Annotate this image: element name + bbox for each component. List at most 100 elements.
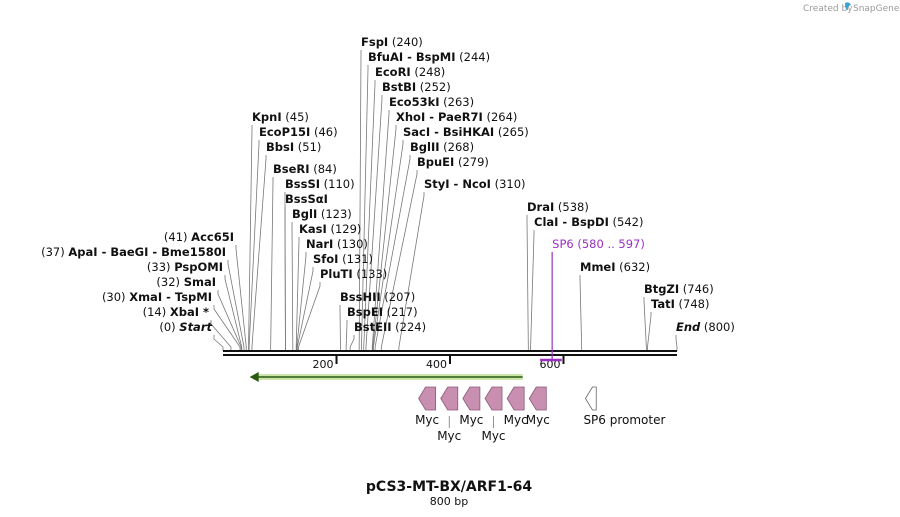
site-label-bseri: BseRI (84)	[273, 162, 337, 176]
site-label-sfoi: SfoI (131)	[313, 252, 373, 266]
site-label-bbsi: BbsI (51)	[266, 140, 321, 154]
site-leader-bsteii	[349, 335, 355, 351]
feature-label-3: Myc	[459, 413, 483, 427]
primer-label: SP6 (580 .. 597)	[552, 237, 645, 251]
site-leader-bstbi	[365, 95, 383, 351]
feature-sp6-promoter-7: SP6 promoter	[583, 386, 665, 427]
feature-shape-2	[440, 386, 459, 411]
site-leader-acc65i	[235, 245, 247, 351]
feature-myc-5: Myc	[504, 386, 528, 427]
sequence-backbone	[223, 350, 677, 356]
site-label-end: End (800)	[676, 320, 735, 334]
site-leader-xbai-star	[210, 320, 232, 351]
site-label-bsshii: BssHII (207)	[340, 290, 415, 304]
feature-shape-4	[484, 386, 503, 411]
site-leader-ecop15i	[248, 140, 260, 351]
site-leader-drai	[526, 215, 529, 351]
feature-label-7: SP6 promoter	[583, 413, 665, 427]
site-label-clai-bspdi: ClaI - BspDI (542)	[534, 215, 643, 229]
site-label-bpuei: BpuEI (279)	[417, 155, 489, 169]
site-leader-tati	[647, 312, 652, 351]
site-leader-bfuai-bspmi	[361, 65, 369, 351]
orf-arrowhead	[249, 372, 259, 382]
site-label-pspomi: (33) PspOMI	[147, 260, 223, 274]
site-label-tati: TatI (748)	[651, 297, 710, 311]
site-leader-ecori	[363, 80, 376, 351]
site-label-btgzi: BtgZI (746)	[644, 282, 714, 296]
site-leader-bbsi	[251, 155, 267, 351]
snapgene-icon	[845, 2, 851, 11]
site-label-styi-ncoi: StyI - NcoI (310)	[424, 177, 526, 191]
site-leader-bspei	[345, 320, 348, 351]
site-label-drai: DraI (538)	[527, 200, 589, 214]
plasmid-size: 800 bp	[430, 495, 468, 508]
site-leader-start	[213, 335, 224, 351]
feature-label-6: Myc	[526, 413, 550, 427]
site-label-smai: (32) SmaI	[156, 275, 216, 289]
site-leaders	[210, 50, 678, 351]
plasmid-name: pCS3-MT-BX/ARF1-64	[366, 479, 532, 495]
site-label-bsteii: BstEII (224)	[354, 320, 426, 334]
site-leader-bseri	[270, 177, 274, 351]
feature-label-4: Myc	[481, 429, 505, 443]
site-label-bglii: BglII (268)	[410, 140, 474, 154]
site-label-bspei: BspEI (217)	[347, 305, 418, 319]
site-leader-end	[675, 335, 678, 351]
snapgene-logo: SnapGene	[845, 2, 900, 14]
site-leader-bpuei	[380, 170, 418, 351]
site-label-nari: NarI (130)	[306, 237, 368, 251]
site-label-bstbi: BstBI (252)	[382, 80, 451, 94]
site-label-xmai-tspmi: (30) XmaI - TspMI	[102, 290, 212, 304]
site-label-start: (0) Start	[159, 320, 212, 334]
brand-label: SnapGene	[853, 4, 900, 14]
site-label-ecori: EcoRI (248)	[375, 65, 445, 79]
site-leader-smai	[217, 290, 242, 351]
site-leader-sfoi	[296, 267, 314, 351]
feature-shape-3	[462, 386, 481, 411]
feature-shape-1	[418, 386, 437, 411]
site-label-bgli: BglI (123)	[292, 207, 352, 221]
feature-label-5: Myc	[504, 413, 528, 427]
site-label-eco53ki: Eco53kI (263)	[389, 95, 474, 109]
site-label-ecop15i: EcoP15I (46)	[259, 125, 338, 139]
site-leader-eco53ki	[371, 110, 390, 351]
site-leader-saci-bsihkai	[372, 140, 404, 351]
site-leader-fspi	[358, 50, 362, 351]
feature-myc-4: Myc	[481, 386, 506, 443]
site-label-acc65i: (41) Acc65I	[164, 230, 234, 244]
site-label-fspi: FspI (240)	[361, 35, 423, 49]
feature-label-2: Myc	[437, 429, 461, 443]
site-label-kpni: KpnI (45)	[252, 110, 309, 124]
site-leader-styi-ncoi	[398, 192, 425, 351]
orf-arrow	[249, 372, 523, 382]
site-leader-bgli	[291, 222, 294, 351]
feature-shape-5	[506, 386, 525, 411]
site-leader-clai-bspdi	[530, 230, 535, 351]
site-label-xbai-star: (14) XbaI *	[143, 305, 209, 319]
site-label-saci-bsihkai: SacI - BsiHKAI (265)	[403, 125, 529, 139]
site-label-mmei: MmeI (632)	[580, 260, 650, 274]
site-leader-apai-baegi-bme1580i	[227, 260, 245, 351]
site-leader-pspomi	[224, 275, 243, 351]
site-label-bfuai-bspmi: BfuAI - BspMI (244)	[368, 50, 490, 64]
primer-sp6: SP6 (580 .. 597)	[540, 237, 645, 362]
feature-shape-6	[528, 386, 547, 411]
credit-label: Created by	[803, 4, 853, 14]
site-leader-pluti	[298, 282, 321, 351]
site-leader-btgzi	[643, 297, 647, 351]
feature-label-1: Myc	[415, 413, 439, 427]
feature-myc-1: Myc	[415, 386, 439, 427]
site-leader-xmai-tspmi	[213, 305, 241, 351]
site-leader-nari	[296, 252, 307, 351]
feature-myc-2: Myc	[437, 386, 461, 443]
site-labels: (0) Start(14) XbaI *(30) XmaI - TspMI(32…	[41, 35, 735, 334]
site-label-pluti: PluTI (133)	[320, 267, 387, 281]
site-label-bsss-i: BssSαI	[285, 192, 328, 206]
site-label-bsssi: BssSI (110)	[285, 177, 355, 191]
feature-shape-7	[584, 386, 597, 411]
feature-myc-3: Myc	[459, 386, 483, 427]
site-leader-kasi	[295, 237, 300, 351]
site-leader-kpni	[248, 125, 253, 351]
